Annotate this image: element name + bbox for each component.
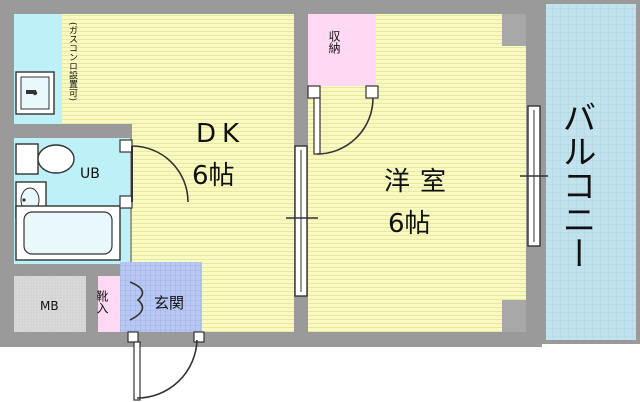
- entrance-label: 玄関: [154, 294, 184, 312]
- kitchen-floor: [62, 14, 132, 124]
- column-bottom: [502, 300, 526, 332]
- storage-area: [308, 14, 376, 86]
- storage-label: 収納: [327, 30, 341, 54]
- kitchen-sink-icon: [15, 71, 55, 115]
- entrance-area: [120, 262, 202, 332]
- storage-door-icon: [307, 85, 379, 155]
- entrance-door-icon: [127, 331, 205, 401]
- sliding-door-icon: [286, 145, 318, 297]
- bathtub-icon: [15, 205, 121, 261]
- dk-room-name: DK: [196, 119, 245, 149]
- shoe-box-label: 靴入: [95, 290, 109, 314]
- shoe-box-area: [98, 276, 120, 332]
- meter-box-area: [14, 276, 86, 332]
- western-room-name: 洋室: [384, 167, 456, 197]
- bath-door-icon: [119, 139, 189, 209]
- toilet-icon: [15, 143, 75, 175]
- western-room-size: 6帖: [388, 209, 431, 239]
- gas-stove-note: (ガスコンロ設置可): [67, 22, 78, 101]
- column-top: [502, 14, 526, 46]
- shoe-box-curve-icon: [129, 281, 144, 321]
- balcony-window-icon: [520, 105, 548, 247]
- dk-room-size: 6帖: [192, 161, 235, 191]
- balcony-label: バルコニー: [556, 100, 596, 270]
- balcony-floor: [546, 4, 636, 340]
- meter-box-label: MB: [40, 299, 59, 313]
- unit-bath-label: UB: [80, 166, 100, 182]
